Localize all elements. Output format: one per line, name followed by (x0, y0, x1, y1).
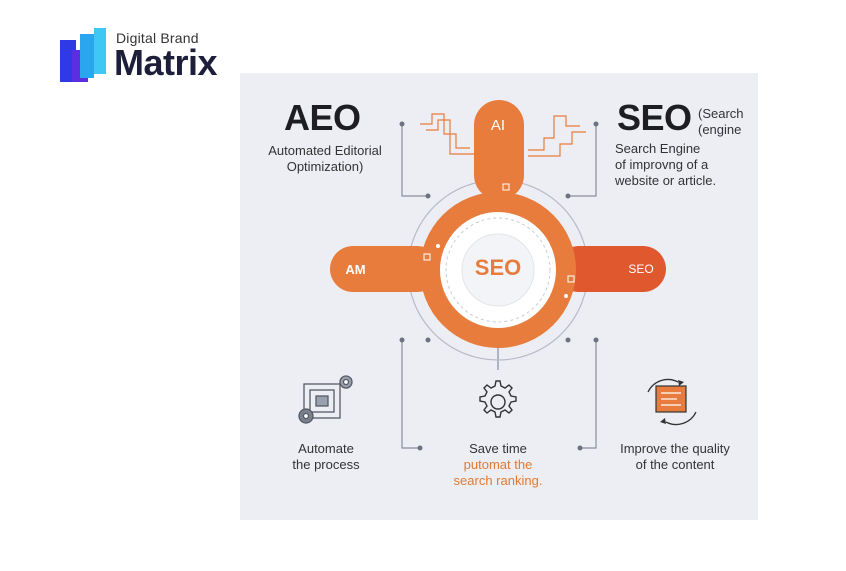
caption-save-time: Save time (469, 441, 527, 456)
seo-line2: of improvng of a (615, 157, 709, 172)
aeo-line1: Automated Editorial (268, 143, 382, 158)
caption-left-line2: the process (292, 457, 360, 472)
caption-middle-line3: search ranking. (453, 473, 543, 488)
caption-improve-quality: Improve the quality of the content (610, 441, 740, 473)
seo-description: Search Engine of improvng of a website o… (615, 141, 745, 189)
connector-dots (399, 121, 599, 451)
logo-bars-icon (60, 28, 106, 82)
seo-paren1: (Search (698, 106, 744, 121)
caption-automate: Automate the process (276, 441, 376, 473)
caption-left-line1: Automate (298, 441, 354, 456)
seo-paren-text: (Search (engine (698, 106, 758, 138)
aeo-description: Automated Editorial Optimization) (250, 143, 400, 175)
caption-save-time-highlight: putomat the search ranking. (438, 457, 558, 489)
circuit-traces (420, 113, 586, 157)
caption-middle-line2: putomat the (463, 457, 533, 472)
am-node-label: AM (345, 262, 366, 277)
am-node (330, 246, 440, 292)
seo-center-label: SEO (474, 255, 522, 280)
gears-automation-icon (298, 375, 353, 424)
seo-line1: Search Engine (615, 141, 701, 156)
content-document-icon (647, 378, 697, 426)
ai-node (474, 100, 524, 200)
connector-lines (401, 124, 597, 449)
aeo-title: AEO (284, 97, 361, 138)
ai-node-label: AI (490, 117, 506, 134)
gear-icon (479, 380, 517, 418)
seo-title: SEO (617, 97, 692, 138)
seo-line3: website or article. (615, 173, 717, 188)
caption-right-line2: of the content (635, 457, 715, 472)
brand-logo: Digital Brand Matrix (58, 24, 248, 86)
seo-paren2: (engine (698, 122, 742, 137)
seo-right-node-label: SEO (628, 262, 654, 276)
seo-right-node (556, 246, 666, 292)
aeo-line2: Optimization) (286, 159, 364, 174)
logo-big-text: Matrix (114, 42, 218, 83)
logo-small-text: Digital Brand (116, 30, 199, 46)
caption-right-line1: Improve the quality (620, 441, 730, 456)
